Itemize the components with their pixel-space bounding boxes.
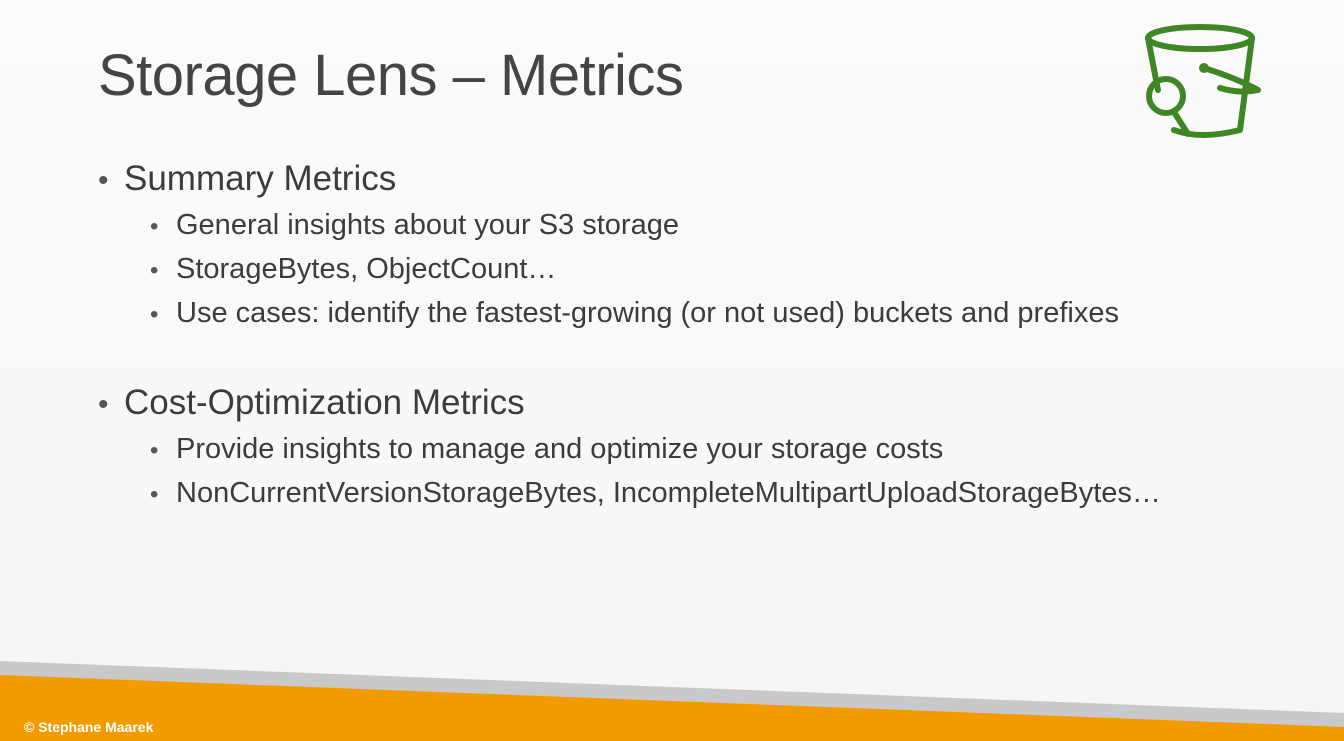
- list-item: • Provide insights to manage and optimiz…: [150, 427, 1298, 471]
- item-text: Use cases: identify the fastest-growing …: [176, 297, 1119, 329]
- list-item: • General insights about your S3 storage: [150, 203, 1298, 247]
- section-summary-metrics: • Summary Metrics • General insights abo…: [98, 155, 1298, 335]
- section-heading: • Summary Metrics: [98, 155, 1298, 203]
- bullet-dot: •: [98, 164, 109, 197]
- slide-title: Storage Lens – Metrics: [98, 43, 684, 108]
- item-text: NonCurrentVersionStorageBytes, Incomplet…: [176, 477, 1161, 509]
- bullet-dot: •: [150, 301, 159, 328]
- s3-storage-lens-bucket-icon: [1145, 24, 1261, 138]
- list-item: • NonCurrentVersionStorageBytes, Incompl…: [150, 471, 1298, 515]
- item-text: General insights about your S3 storage: [176, 209, 679, 241]
- footer-band: [0, 661, 1344, 741]
- heading-text: Summary Metrics: [124, 159, 397, 198]
- bullet-dot: •: [150, 213, 159, 240]
- list-item: • StorageBytes, ObjectCount…: [150, 247, 1298, 291]
- footer-orange-band: [0, 675, 1344, 741]
- bullet-dot: •: [150, 481, 159, 508]
- item-text: Provide insights to manage and optimize …: [176, 433, 944, 465]
- list-item: • Use cases: identify the fastest-growin…: [150, 291, 1298, 335]
- bullet-dot: •: [150, 257, 159, 284]
- heading-text: Cost-Optimization Metrics: [124, 383, 525, 422]
- section-heading: • Cost-Optimization Metrics: [98, 379, 1298, 427]
- bullet-dot: •: [98, 388, 109, 421]
- copyright-text: © Stephane Maarek: [24, 719, 154, 735]
- bullet-content: • Summary Metrics • General insights abo…: [98, 155, 1298, 515]
- item-text: StorageBytes, ObjectCount…: [176, 253, 557, 285]
- bullet-dot: •: [150, 437, 159, 464]
- section-cost-optimization-metrics: • Cost-Optimization Metrics • Provide in…: [98, 379, 1298, 515]
